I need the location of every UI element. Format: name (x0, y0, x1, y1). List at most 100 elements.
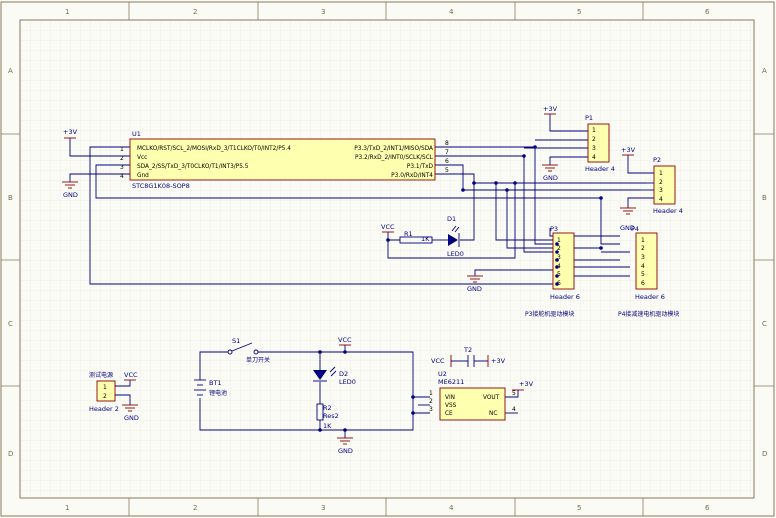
header-pin: 4 (659, 196, 663, 203)
frame-col-label: 1 (65, 504, 69, 512)
power-label: GND (63, 191, 78, 199)
r2-part: Res2 (323, 412, 339, 420)
u2-pin-name: VIN (445, 395, 455, 401)
p3-part: Header 6 (550, 293, 580, 301)
u1-pin-number: 5 (445, 167, 449, 174)
d2-led[interactable]: D2 LED0 (313, 366, 356, 386)
bt1-designator: BT1 (209, 379, 222, 387)
bt1-part: 锂电池 (209, 389, 227, 397)
power-label: GND (543, 174, 558, 182)
t2-capacitor[interactable]: T2 (463, 346, 475, 367)
header-pin: 4 (557, 263, 561, 270)
s1-part: 单刀开关 (246, 356, 270, 364)
u1-pin-name: P3.2/RxD_2/INT0/SCLK/SCL (355, 155, 434, 161)
header-pin: 3 (641, 254, 645, 261)
power-label: VCC (431, 357, 445, 365)
header-pin: 6 (641, 280, 645, 287)
frame-col-label: 5 (577, 504, 581, 512)
u1-pin-name: SDA_2/SS/TxD_3/T0CLKO/T1/INT3/P5.5 (137, 164, 249, 170)
frame-col-label: 6 (705, 504, 710, 512)
frame-col-label: 4 (449, 8, 454, 16)
frame-row-label: A (762, 67, 767, 75)
ground-p2: GND (620, 207, 636, 232)
test-header-part: Header 2 (89, 405, 119, 413)
u1-pin-number: 7 (445, 149, 449, 156)
p4-header[interactable]: P4 Header 6 1 2 3 4 5 6 P4接减速电机驱动模块 (618, 225, 679, 318)
u2-part: ME6211 (438, 378, 464, 386)
frame-row-label: C (762, 320, 767, 328)
power-vcc-t2: VCC (431, 355, 455, 367)
header-pin: 1 (103, 384, 107, 391)
header-pin: 2 (103, 393, 107, 400)
frame-row-label: C (8, 320, 13, 328)
r2-value: 1K (323, 422, 332, 430)
p3-designator: P3 (550, 225, 558, 233)
header-pin: 5 (641, 271, 645, 278)
p1-part: Header 4 (585, 165, 615, 173)
power-label: VCC (381, 223, 395, 231)
p1-header[interactable]: P1 Header 4 1 2 3 4 (585, 114, 615, 173)
frame-col-label: 4 (449, 504, 454, 512)
u2-pin-number: 5 (512, 390, 516, 397)
bt1-battery[interactable]: BT1 锂电池 (194, 379, 227, 397)
power-vcc-test: VCC (124, 371, 138, 381)
p4-part: Header 6 (635, 293, 665, 301)
u1-left-pins: 1 2 3 4 MCLKO/RST/SCL_2/MOSI/RxD_3/T1CLK… (120, 146, 291, 180)
header-pin: 4 (592, 154, 596, 161)
header-pin: 1 (659, 170, 663, 177)
u1-pin-name: P3.1/TxD (407, 164, 434, 170)
header-pin: 2 (557, 245, 561, 252)
r1-designator: R1 (404, 230, 413, 238)
header-pin: 1 (592, 127, 596, 134)
u2-regulator[interactable]: U2 ME6211 1 2 3 VIN VSS CE VOUT NC 5 4 (429, 370, 516, 421)
u2-pin-name: NC (489, 411, 497, 417)
u1-pin-number: 1 (120, 146, 124, 153)
power-label: GND (124, 414, 139, 422)
u1-pin-name: Vcc (137, 155, 147, 161)
d2-part: LED0 (339, 378, 356, 386)
test-power-header[interactable]: 测试电源 Header 2 1 2 (89, 371, 131, 413)
frame-col-label: 2 (193, 8, 197, 16)
r2-resistor[interactable]: R2 Res2 1K (316, 403, 339, 430)
power-plus3v-p1: +3V (543, 105, 558, 115)
p3-caption: P3接舵机驱动模块 (525, 310, 574, 318)
power-label: VCC (338, 336, 352, 344)
u1-pin-number: 2 (120, 155, 124, 162)
power-vcc-led: VCC (381, 223, 395, 233)
frame-col-label: 2 (193, 504, 197, 512)
header-pin: 1 (557, 237, 561, 244)
frame-col-label: 1 (65, 8, 69, 16)
p2-header[interactable]: P2 Header 4 1 2 3 4 (653, 156, 683, 215)
wires-bottom (199, 345, 519, 438)
r1-value: 1K (421, 235, 430, 243)
s1-switch[interactable]: S1 单刀开关 (227, 337, 270, 364)
u1-pin-name: P3.0/RxD/INT4 (391, 173, 433, 179)
u2-pin-name: VSS (445, 403, 457, 409)
power-label: VCC (124, 371, 138, 379)
u1-pin-name: P3.3/TxD_2/INT1/MISO/SDA (354, 146, 433, 152)
ground-led: GND (467, 275, 483, 293)
u1-pin-number: 8 (445, 140, 449, 147)
header-pin: 2 (592, 136, 596, 143)
frame-col-label: 3 (321, 504, 325, 512)
u1-chip[interactable]: U1 STC8G1K08-SOP8 1 2 3 4 MCLKO/RST/SCL_… (120, 130, 449, 190)
power-plus3v-p2: +3V (621, 146, 636, 156)
header-pin: 5 (557, 271, 561, 278)
header-pin: 2 (641, 245, 645, 252)
r1-resistor[interactable]: R1 1K (399, 230, 433, 244)
u1-pin-number: 6 (445, 158, 449, 165)
header-pin: 3 (557, 254, 561, 261)
header-pin: 3 (659, 187, 663, 194)
t2-designator: T2 (463, 346, 472, 354)
d1-led[interactable]: D1 LED0 (447, 215, 464, 258)
p1-designator: P1 (585, 114, 593, 122)
power-label: +3V (519, 380, 534, 388)
r2-designator: R2 (323, 404, 332, 412)
u1-pin-name: Gnd (137, 173, 149, 179)
frame-row-label: D (8, 450, 13, 458)
u2-pin-name: CE (445, 411, 453, 417)
d1-part: LED0 (447, 250, 464, 258)
ground-switch: GND (337, 437, 353, 455)
